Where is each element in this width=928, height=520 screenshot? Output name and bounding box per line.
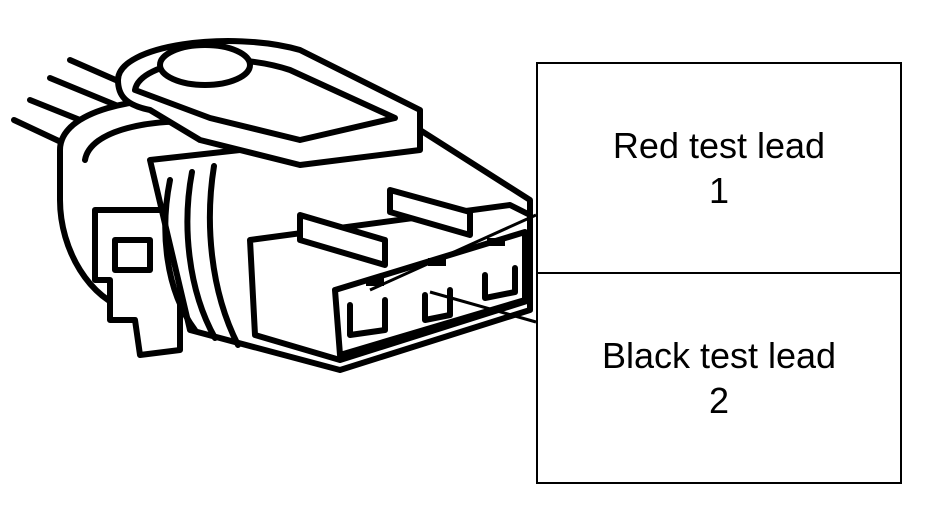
terminal-cavities (347, 265, 518, 338)
mounting-tab-slot (112, 237, 153, 273)
body-ribs (162, 163, 241, 348)
front-face-inner (332, 229, 528, 358)
red-test-lead-label: Red test lead 1 (536, 62, 902, 274)
leader-red (369, 213, 537, 292)
key-left (297, 212, 388, 268)
latch-grip (157, 42, 253, 88)
red-lead-name: Red test lead (612, 125, 826, 166)
black-test-lead-label: Black test lead 2 (536, 272, 902, 484)
red-lead-number: 1 (708, 170, 730, 211)
leader-black (429, 290, 537, 324)
terminal-pins (366, 238, 505, 286)
black-lead-number: 2 (708, 380, 730, 421)
black-lead-name: Black test lead (601, 335, 837, 376)
leader-lines (369, 213, 537, 324)
key-right (387, 187, 473, 238)
